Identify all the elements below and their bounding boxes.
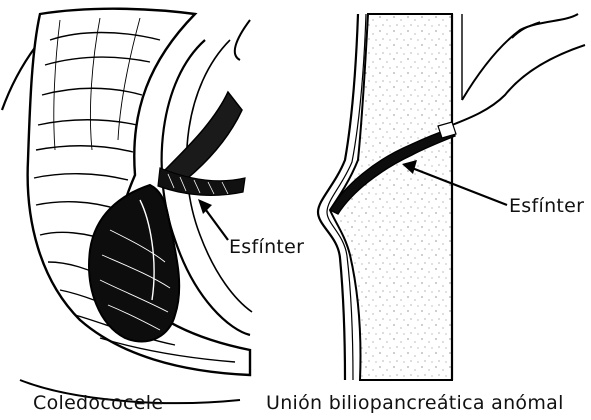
sphincter-arrow-head: [198, 199, 212, 214]
bile-duct: [165, 92, 242, 186]
caption-biliopancreatic-union: Unión biliopancreática anómal: [266, 392, 564, 414]
duodenal-lumen-ring: [235, 20, 250, 60]
duodenal-lumen-ring: [187, 40, 252, 312]
sphincter-label-left: Esfínter: [229, 236, 304, 258]
caption-choledochocele: Coledococele: [33, 392, 163, 414]
sphincter-arrow-shaft: [203, 206, 228, 240]
choledochocele-panel: [2, 9, 252, 403]
sphincter-label-right: Esfínter: [509, 195, 584, 217]
upper-duct-branch: [462, 14, 578, 100]
